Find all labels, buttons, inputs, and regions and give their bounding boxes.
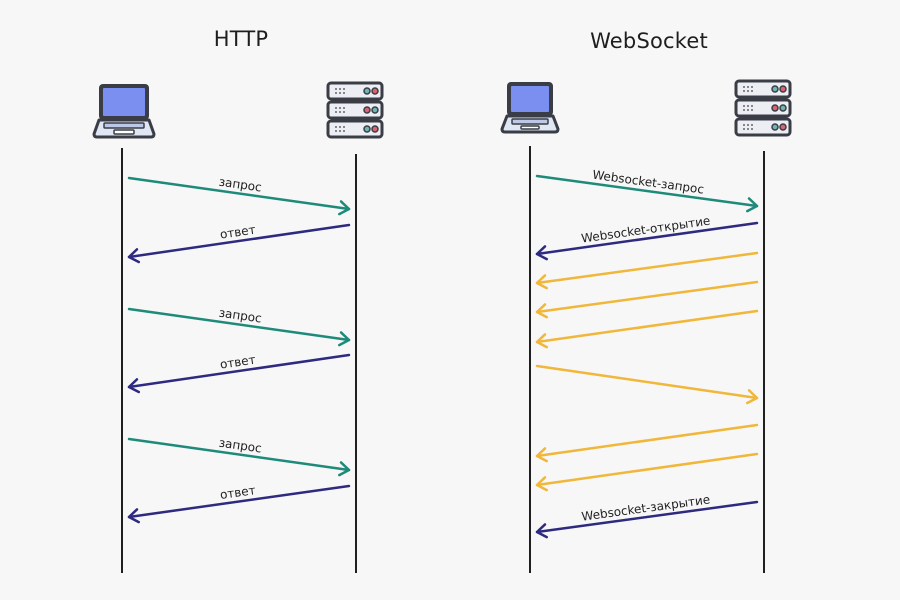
arrow-shaft — [127, 176, 351, 211]
arrow-shaft — [535, 423, 759, 458]
websocket-message-arrow — [535, 423, 759, 463]
arrowhead — [746, 197, 759, 213]
arrow-shaft — [535, 280, 759, 314]
websocket-response-arrow: Websocket-открытие — [535, 214, 759, 261]
arrowhead — [337, 331, 351, 347]
arrowhead — [127, 508, 141, 524]
arrowhead — [535, 476, 549, 492]
message-label: Websocket-открытие — [580, 214, 711, 246]
websocket-message-arrow — [535, 364, 759, 405]
websocket-message-arrow — [535, 280, 759, 319]
message-label: ответ — [219, 223, 256, 242]
arrow-shaft — [535, 500, 759, 534]
arrow-shaft — [535, 221, 759, 256]
websocket-response-arrow: Websocket-закрытие — [535, 492, 759, 539]
arrow-shaft — [535, 452, 759, 487]
websocket-request-arrow: Websocket-запрос — [535, 168, 759, 213]
message-label: ответ — [219, 353, 256, 372]
message-arrows: запросответзапросответзапросответWebsock… — [127, 168, 759, 539]
arrowhead — [535, 333, 549, 349]
http-request-arrow: запрос — [127, 175, 351, 216]
http-request-arrow: запрос — [127, 436, 351, 477]
message-label: Websocket-закрытие — [581, 492, 711, 523]
arrow-shaft — [535, 364, 759, 400]
websocket-message-arrow — [535, 452, 759, 492]
message-label: ответ — [219, 483, 256, 502]
arrow-shaft — [127, 307, 351, 342]
websocket-panel-title: WebSocket — [590, 29, 708, 53]
websocket-message-arrow — [535, 309, 759, 349]
http-response-arrow: ответ — [127, 483, 351, 524]
arrowhead — [337, 200, 351, 216]
websocket-message-arrow — [535, 251, 759, 290]
http-response-arrow: ответ — [127, 223, 351, 264]
message-label: запрос — [218, 306, 263, 326]
arrow-shaft — [127, 437, 351, 472]
arrowhead — [535, 303, 548, 319]
arrowhead — [127, 378, 141, 394]
arrow-shaft — [535, 251, 759, 285]
http-panel-title: HTTP — [213, 27, 269, 51]
arrow-shaft — [127, 484, 351, 519]
arrow-shaft — [535, 174, 759, 208]
arrowhead — [535, 447, 549, 463]
laptop-icon — [500, 82, 560, 134]
arrowhead — [535, 523, 548, 539]
arrowhead — [745, 389, 759, 405]
message-label: запрос — [218, 436, 263, 456]
arrow-shaft — [127, 223, 351, 259]
http-request-arrow: запрос — [127, 306, 351, 347]
server-rack-icon — [734, 79, 792, 137]
arrow-shaft — [127, 353, 351, 389]
arrowhead — [127, 248, 141, 264]
server-rack-icon — [326, 81, 384, 139]
arrowhead — [337, 461, 351, 477]
message-label: запрос — [218, 175, 263, 195]
http-response-arrow: ответ — [127, 353, 351, 394]
arrow-shaft — [535, 309, 759, 344]
arrowhead — [535, 274, 548, 290]
arrowhead — [535, 245, 549, 261]
laptop-icon — [92, 84, 156, 139]
